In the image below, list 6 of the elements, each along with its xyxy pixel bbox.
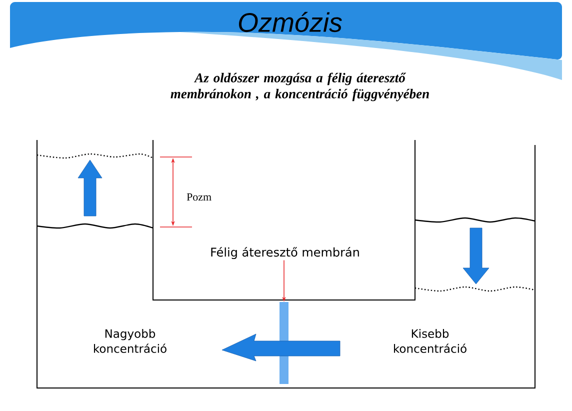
dimension-label: Pozm	[186, 193, 212, 201]
subtitle: Az oldószer mozgása a félig áteresztő membránokon , a koncentráció függvényében	[170, 72, 429, 102]
concentration-label: Kisebb koncentráció	[394, 329, 466, 353]
concentration-label: Nagyobb koncentráció	[94, 329, 166, 353]
title: Ozmózis	[238, 12, 342, 32]
membrane-label: Félig áteresztő membrán	[211, 246, 359, 260]
